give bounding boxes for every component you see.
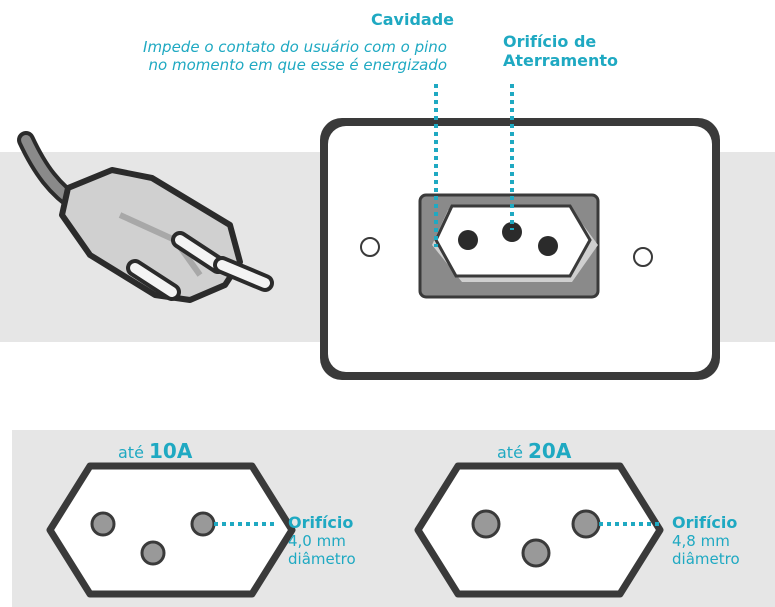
spec-title: Orifício (672, 513, 738, 532)
pin-hole-ground-10a (140, 540, 166, 566)
socket-hole-ground (502, 222, 522, 242)
ground-hole-title: Orifício de Aterramento (503, 32, 618, 70)
spec-unit: diâmetro (672, 550, 740, 568)
pin-hole-right-20a (571, 509, 601, 539)
rating-prefix: até (118, 443, 144, 462)
cavity-description-line-2: no momento em que esse é energizado (148, 56, 447, 74)
pin-hole-left-10a (90, 511, 116, 537)
socket-hole-left (458, 230, 478, 250)
rating-value: 20A (528, 439, 572, 463)
cavity-description-line-1: Impede o contato do usuário com o pino (143, 38, 447, 56)
outlet-face-icon (46, 462, 296, 598)
outlet-face-icon (414, 462, 664, 598)
spec-block-10a: Orifício 4,0 mm diâmetro (288, 513, 356, 568)
wall-outlet-icon (320, 118, 720, 380)
ground-hole-title-line-2: Aterramento (503, 51, 619, 70)
plug-pin-1 (171, 231, 227, 274)
spec-unit: diâmetro (288, 550, 356, 568)
ground-hole-title-line-1: Orifício de (503, 32, 597, 51)
pin-hole-ground-20a (521, 538, 551, 568)
socket-hole-right (538, 236, 558, 256)
plug-pin-3 (126, 259, 181, 301)
cavity-description: Impede o contato do usuário com o pino n… (80, 38, 447, 74)
pin-hole-right-10a (190, 511, 216, 537)
screw-hole-left (360, 237, 380, 257)
spec-block-20a: Orifício 4,8 mm diâmetro (672, 513, 740, 568)
rating-value: 10A (149, 439, 193, 463)
cavity-title: Cavidade (371, 10, 455, 29)
rating-prefix: até (497, 443, 523, 462)
spec-size: 4,8 mm (672, 532, 730, 550)
plug-pin-2 (213, 256, 274, 292)
pin-hole-left-20a (471, 509, 501, 539)
rating-label-10a: até 10A (118, 439, 192, 463)
spec-title: Orifício (288, 513, 354, 532)
spec-size: 4,0 mm (288, 532, 346, 550)
screw-hole-right (633, 247, 653, 267)
power-plug-icon (17, 131, 274, 303)
rating-label-20a: até 20A (497, 439, 571, 463)
